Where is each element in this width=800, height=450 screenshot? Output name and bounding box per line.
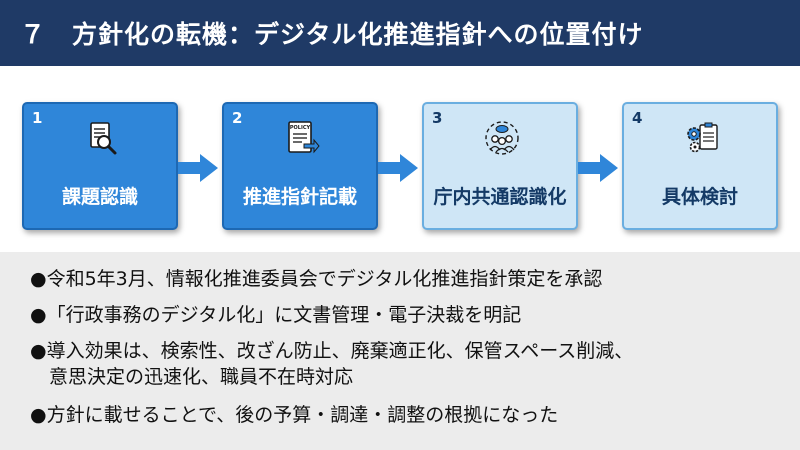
step-2-box: 2 POLICY 推進指針記載	[222, 102, 378, 230]
step-1-box: 1 課題認識	[22, 102, 178, 230]
page-title: ７ 方針化の転機：デジタル化推進指針への位置付け	[20, 20, 644, 49]
step-4-number: 4	[632, 109, 643, 127]
step-3-number: 3	[432, 109, 443, 127]
step-2-label: 推進指針記載	[242, 186, 357, 208]
bullet-item-4: ●方針に載せることで、後の予算・調達・調整の根拠になった	[30, 404, 559, 426]
bullet-item-3-continuation: 意思決定の迅速化、職員不在時対応	[30, 366, 354, 388]
step-3-label: 庁内共通認識化	[433, 186, 567, 208]
step-4-label: 具体検討	[661, 186, 738, 208]
flow-arrow-3	[578, 154, 618, 182]
bullet-item-2: ●「行政事務のデジタル化」に文書管理・電子決裁を明記	[30, 304, 522, 326]
step-4-box: 4 具体検討	[622, 102, 778, 230]
document-magnifier-icon	[90, 122, 117, 155]
bullet-item-3: ●導入効果は、検索性、改ざん防止、廃棄適正化、保管スペース削減、	[30, 340, 634, 362]
step-3-box: 3 庁内共通認識化	[422, 102, 578, 230]
step-1-label: 課題認識	[61, 186, 138, 208]
flow-arrow-2	[378, 154, 418, 182]
policy-document-icon: POLICY	[288, 121, 320, 154]
bullet-section: ●令和5年3月、情報化推進委員会でデジタル化推進指針策定を承認 ●「行政事務のデ…	[0, 252, 800, 450]
bullet-item-1: ●令和5年3月、情報化推進委員会でデジタル化推進指針策定を承認	[30, 268, 603, 290]
flow-arrow-1	[178, 154, 218, 182]
gears-clipboard-icon	[687, 122, 718, 153]
policy-icon-text: POLICY	[290, 125, 311, 131]
team-discussion-icon	[485, 121, 519, 155]
step-1-number: 1	[32, 109, 43, 127]
process-flow: 1 課題認識 2 POLICY 推進指針記載 3	[0, 70, 800, 252]
header-bar: ７ 方針化の転機：デジタル化推進指針への位置付け	[0, 0, 800, 66]
step-2-number: 2	[232, 109, 243, 127]
